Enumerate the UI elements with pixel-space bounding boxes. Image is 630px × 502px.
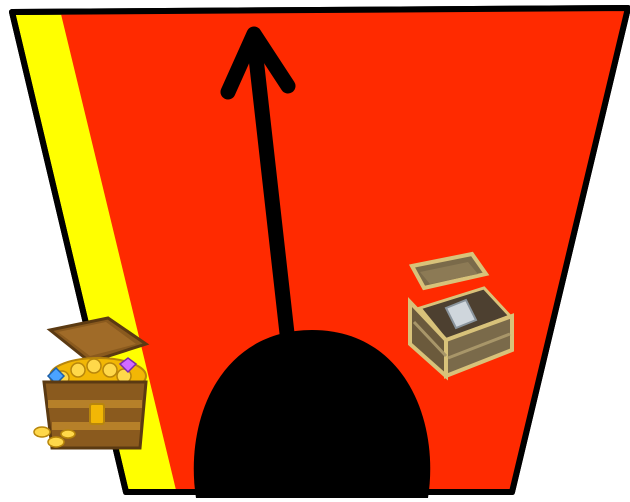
treasure-chest-full-icon <box>34 318 146 448</box>
